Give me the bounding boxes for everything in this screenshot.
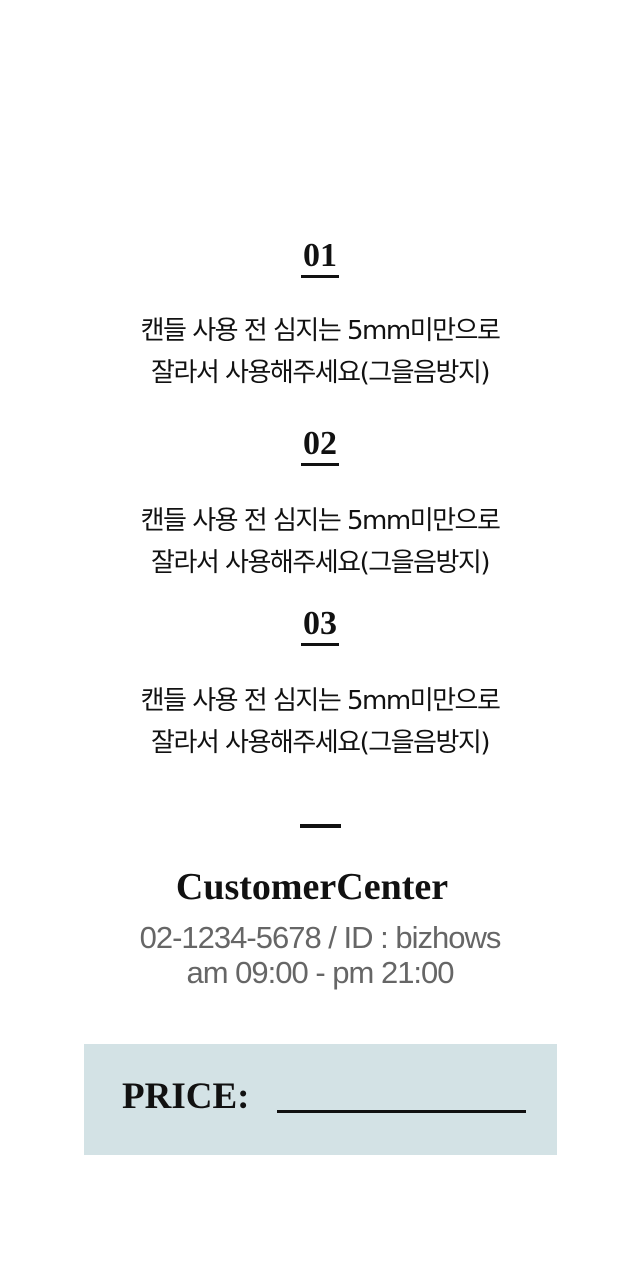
step-number-label: 03 [301, 607, 339, 646]
step-number-label: 01 [301, 239, 339, 278]
step-instruction-01: 캔들 사용 전 심지는 5mm미만으로 잘라서 사용해주세요(그을음방지) [0, 310, 640, 394]
step-instruction-line: 잘라서 사용해주세요(그을음방지) [151, 358, 490, 388]
step-instruction-line: 잘라서 사용해주세요(그을음방지) [151, 728, 490, 758]
customer-center-contact: 02-1234-5678 / ID : bizhows [139, 920, 502, 955]
step-instruction-02: 캔들 사용 전 심지는 5mm미만으로 잘라서 사용해주세요(그을음방지) [0, 500, 640, 584]
step-number-label: 02 [301, 427, 339, 466]
step-instruction-03: 캔들 사용 전 심지는 5mm미만으로 잘라서 사용해주세요(그을음방지) [0, 680, 640, 764]
section-divider [300, 824, 341, 828]
price-box: PRICE: [84, 1044, 557, 1155]
step-instruction-line: 잘라서 사용해주세요(그을음방지) [151, 548, 490, 578]
customer-center-title: CustomerCenter [175, 866, 449, 908]
customer-center-hours: am 09:00 - pm 21:00 [186, 955, 454, 990]
step-instruction-line: 캔들 사용 전 심지는 5mm미만으로 [140, 686, 501, 716]
step-instruction-line: 캔들 사용 전 심지는 5mm미만으로 [140, 506, 501, 536]
price-blank-line [277, 1110, 526, 1113]
step-number-02: 02 [0, 424, 640, 466]
step-instruction-line: 캔들 사용 전 심지는 5mm미만으로 [140, 316, 501, 346]
price-label: PRICE: [122, 1076, 250, 1117]
step-number-01: 01 [0, 236, 640, 278]
step-number-03: 03 [0, 604, 640, 646]
